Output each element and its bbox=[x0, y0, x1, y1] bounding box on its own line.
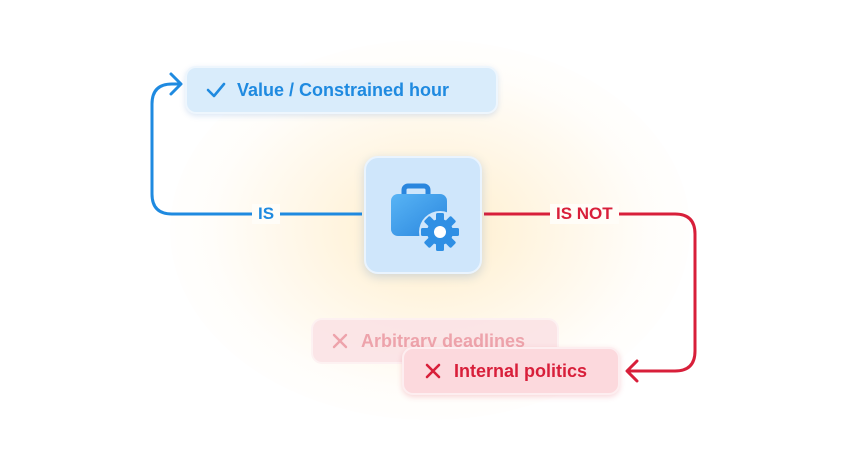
value-node: Value / Constrained hour bbox=[185, 66, 498, 114]
is-label: IS bbox=[252, 204, 281, 224]
is-connector bbox=[150, 82, 362, 216]
check-icon bbox=[205, 79, 227, 101]
is-not-connector bbox=[484, 212, 697, 373]
x-icon bbox=[422, 360, 444, 382]
internal-politics-node: Internal politics bbox=[402, 347, 620, 395]
briefcase-gear-tile bbox=[364, 156, 482, 274]
is-not-arrowhead bbox=[625, 359, 639, 383]
value-node-label: Value / Constrained hour bbox=[237, 79, 450, 100]
arbitrary-deadlines-label: Arbitrary deadlines bbox=[361, 330, 526, 351]
internal-politics-label: Internal politics bbox=[454, 360, 588, 381]
x-icon bbox=[329, 330, 351, 352]
briefcase-gear-icon bbox=[391, 183, 461, 253]
is-not-label: IS NOT bbox=[550, 204, 619, 224]
is-arrowhead bbox=[169, 72, 183, 96]
